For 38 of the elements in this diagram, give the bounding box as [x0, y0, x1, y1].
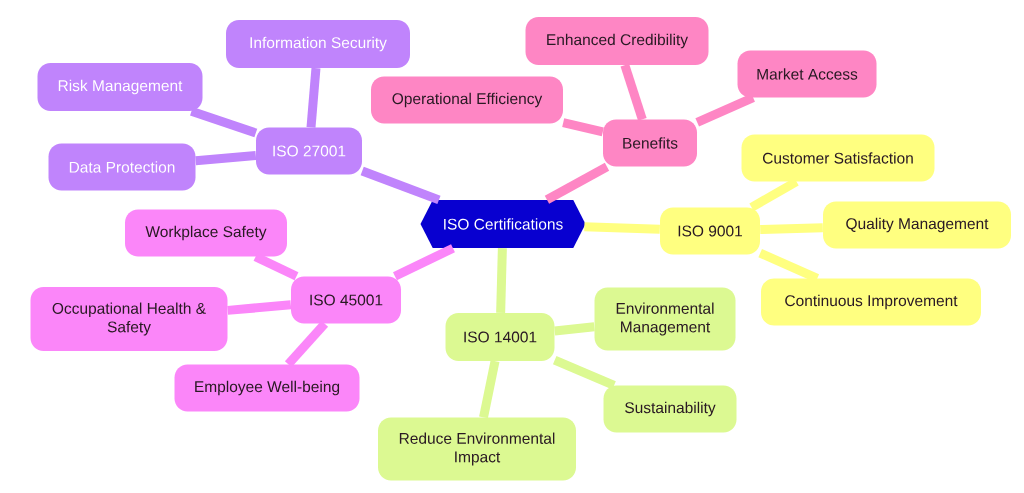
subtopic-box: Operational Efficiency [371, 76, 563, 124]
hexagon-node: ISO Certifications [420, 200, 586, 248]
topic-box: ISO 14001 [445, 313, 555, 361]
branch-line [620, 63, 647, 121]
subtopic-box: Information Security [226, 20, 410, 68]
branch-line [393, 244, 455, 281]
subtopic-box: Environmental Management [594, 287, 736, 351]
subtopic-box: Data Protection [48, 143, 196, 191]
branch-line [360, 166, 441, 205]
branch-line [306, 67, 321, 128]
branch-line [562, 118, 604, 137]
subtopic-box: Enhanced Credibility [525, 17, 709, 65]
subtopic-box: Workplace Safety [125, 209, 287, 257]
subtopic-box: Sustainability [603, 385, 737, 433]
topic-box: ISO 27001 [256, 127, 362, 175]
subtopic-box: Employee Well-being [174, 364, 360, 412]
branch-line [552, 356, 616, 390]
subtopic-box: Customer Satisfaction [741, 134, 935, 182]
branch-line [695, 93, 755, 127]
subtopic-box: Risk Management [37, 63, 203, 111]
branch-line [760, 223, 823, 235]
branch-line [554, 322, 595, 336]
branch-line [227, 300, 292, 315]
branch-line [584, 222, 660, 234]
topic-box: ISO 9001 [660, 207, 760, 255]
subtopic-box: Quality Management [823, 201, 1011, 249]
branch-line [544, 162, 610, 204]
branch-line [479, 360, 500, 419]
topic-box: ISO 45001 [291, 276, 401, 324]
subtopic-box: Market Access [737, 50, 877, 98]
branch-line [190, 106, 258, 138]
branch-line [496, 248, 507, 313]
branch-line [284, 320, 329, 368]
topic-box: Benefits [603, 119, 697, 167]
subtopic-box: Continuous Improvement [761, 278, 981, 326]
subtopic-box: Occupational Health & Safety [30, 287, 228, 351]
branch-line [195, 151, 257, 166]
subtopic-box: Reduce Environmental Impact [378, 417, 576, 481]
